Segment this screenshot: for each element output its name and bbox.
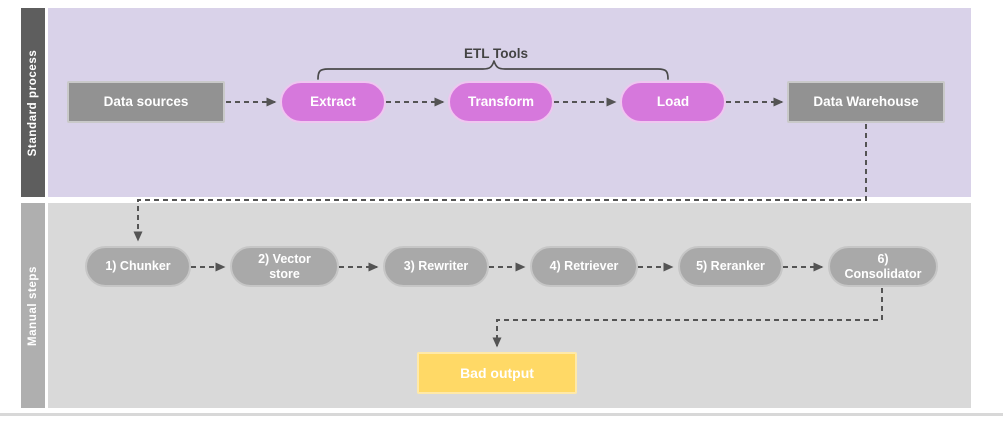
node-transform: Transform <box>448 81 554 123</box>
node-rewriter: 3) Rewriter <box>383 246 489 287</box>
lane-label-manual-steps: Manual steps <box>27 265 39 346</box>
node-load: Load <box>620 81 726 123</box>
node-bad-output: Bad output <box>417 352 577 394</box>
node-data-sources: Data sources <box>67 81 225 123</box>
node-consolidator: 6) Consolidator <box>828 246 938 287</box>
node-chunker: 1) Chunker <box>85 246 191 287</box>
node-data-warehouse: Data Warehouse <box>787 81 945 123</box>
node-vector-store: 2) Vector store <box>230 246 339 287</box>
lane-bar-manual-steps: Manual steps <box>21 203 45 408</box>
lane-bar-standard-process: Standard process <box>21 8 45 197</box>
node-retriever: 4) Retriever <box>530 246 638 287</box>
etl-tools-label: ETL Tools <box>464 46 528 61</box>
bottom-divider <box>0 413 1003 416</box>
lane-label-standard-process: Standard process <box>27 49 39 156</box>
node-extract: Extract <box>280 81 386 123</box>
node-reranker: 5) Reranker <box>678 246 783 287</box>
